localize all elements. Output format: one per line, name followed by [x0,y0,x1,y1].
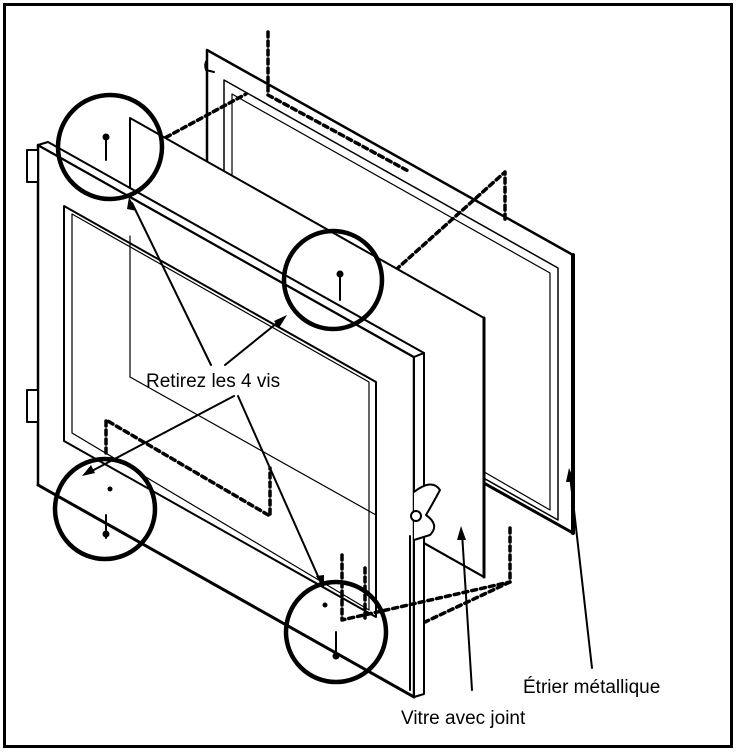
front-door-frame [26,141,441,699]
metal-bracket-label: Étrier métallique [523,677,661,698]
glass-with-gasket-label: Vitre avec joint [401,708,526,729]
remove-screws-label: Retirez les 4 vis [146,371,281,392]
callout-arrows [87,202,593,691]
screw-icon [102,486,113,539]
screw-highlight-circles [52,92,389,685]
screw-icon [102,133,110,161]
screw-icon [322,602,340,660]
arrow-heads [82,197,575,589]
screw-icon [336,270,344,301]
